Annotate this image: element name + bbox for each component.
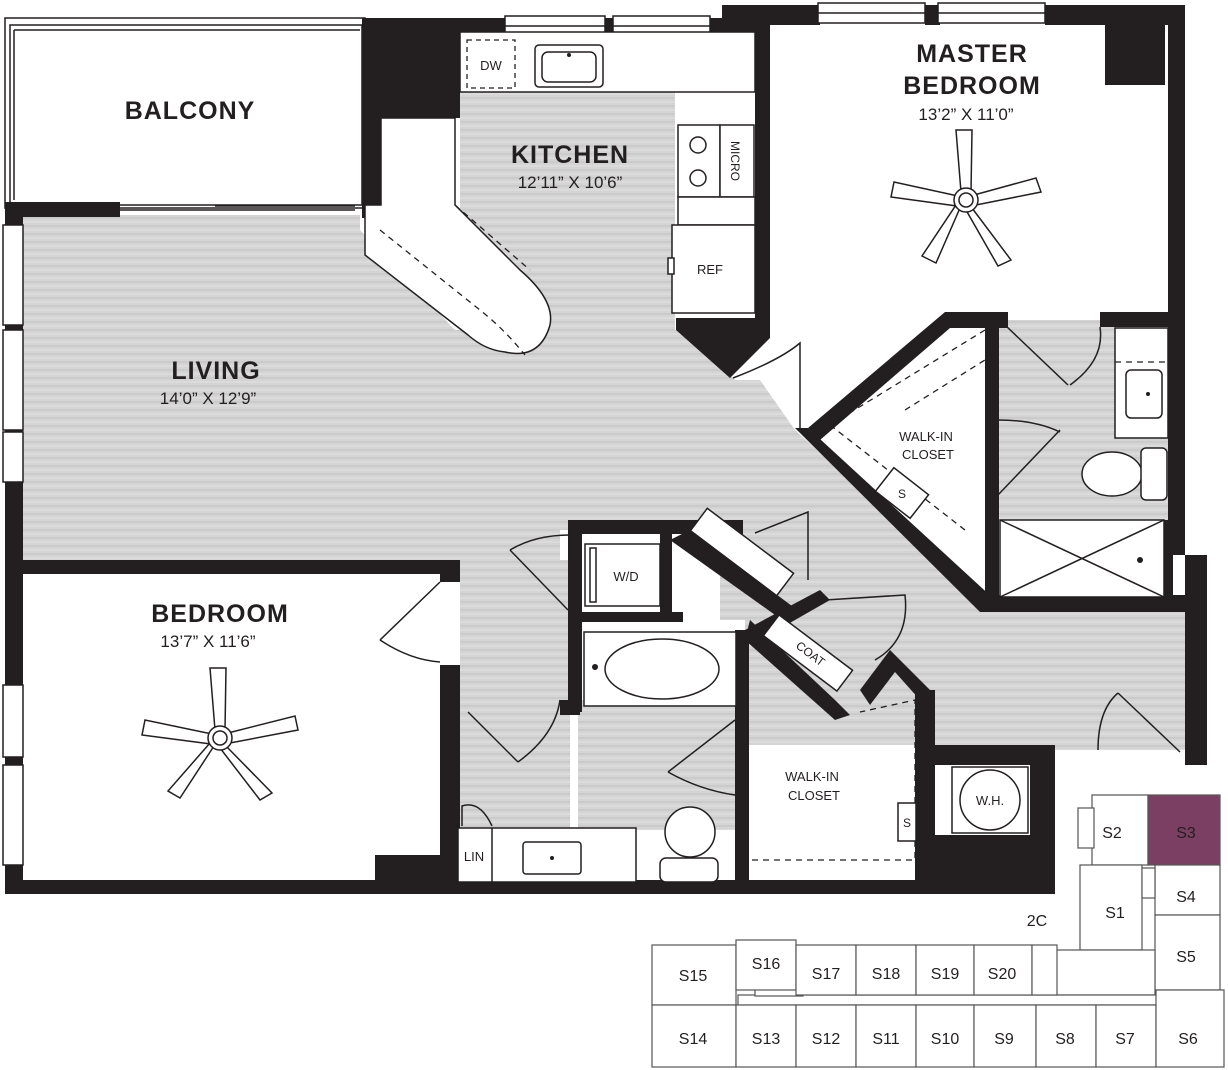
walkin-closet-second-line1: WALK-IN	[785, 769, 839, 784]
suite-s2	[1091, 794, 1149, 866]
suite-label: S9	[994, 1031, 1014, 1048]
windows	[2, 2, 1046, 866]
ceiling-fan-icon	[141, 667, 299, 801]
key-plan: 2C S2 S3 S4 S1 S5 S15 S16 S17 S18 S19 S2…	[651, 794, 1225, 1068]
suite-s16	[735, 939, 797, 991]
suite-label: S10	[931, 1031, 960, 1048]
suite-label: S12	[812, 1031, 841, 1048]
suite-label: S11	[872, 1031, 899, 1048]
balcony	[4, 17, 366, 211]
master-bedroom-label-line1: MASTER	[916, 40, 1028, 68]
dishwasher	[466, 39, 516, 89]
suite-label: S16	[752, 956, 781, 973]
walkin-closet-second-line2: CLOSET	[788, 788, 840, 803]
suite-label-selected: S3	[1176, 825, 1196, 842]
kitchen-fixtures: DW MICRO REF	[364, 31, 756, 356]
dishwasher-label: DW	[480, 58, 502, 73]
suite-label: S18	[872, 966, 901, 983]
coat-closet	[762, 613, 854, 693]
walls	[5, 5, 1207, 894]
ceiling-fan-icon	[890, 129, 1042, 267]
washer-dryer-label: W/D	[613, 569, 638, 584]
suite-s12	[795, 1004, 857, 1068]
suite-s1	[1079, 864, 1143, 951]
linen-label: LIN	[464, 849, 484, 864]
shelf-master-label: S	[898, 487, 906, 501]
suite-s6	[1155, 989, 1225, 1068]
suite-label: S20	[988, 966, 1017, 983]
suite-label: S6	[1178, 1031, 1198, 1048]
balcony-label: BALCONY	[125, 97, 256, 125]
suite-s13	[735, 1004, 797, 1068]
suite-s8	[1035, 1004, 1097, 1068]
suite-s3-highlight	[1147, 794, 1221, 866]
suite-s5	[1154, 914, 1221, 991]
suite-label: S13	[752, 1031, 781, 1048]
suite-label: S17	[812, 966, 841, 983]
refrigerator-label: REF	[697, 262, 723, 277]
suite-s11	[855, 1004, 917, 1068]
walkin-closet-master-line1: WALK-IN	[899, 429, 953, 444]
refrigerator	[671, 224, 756, 314]
suite-label: S5	[1176, 949, 1196, 966]
range	[677, 124, 721, 198]
suite-label: S8	[1055, 1031, 1075, 1048]
water-heater	[951, 766, 1029, 834]
shelf-second-label: S	[903, 816, 911, 830]
suite-label: S4	[1176, 889, 1196, 906]
bedroom-label: BEDROOM	[151, 600, 289, 628]
suite-label: S1	[1105, 905, 1125, 922]
suite-label: S2	[1102, 825, 1122, 842]
kitchen-label: KITCHEN	[511, 141, 629, 169]
bath-floor	[578, 700, 738, 830]
suite-label: S19	[931, 966, 960, 983]
kitchen-dims: 12’11” X 10’6”	[518, 173, 623, 192]
living-dims: 14’0” X 12’9”	[160, 389, 257, 408]
room-labels: BALCONY KITCHEN 12’11” X 10’6” MASTER BE…	[125, 40, 1041, 803]
suite-label: S7	[1115, 1031, 1135, 1048]
suite-label: S14	[679, 1031, 708, 1048]
floor-areas	[20, 92, 1200, 830]
suite-label: S15	[679, 968, 708, 985]
hall-floor	[460, 560, 570, 830]
suite-s10	[915, 1004, 975, 1068]
microwave-label: MICRO	[728, 141, 742, 181]
kitchen-peninsula	[364, 117, 552, 355]
master-bedroom-dims: 13’2” X 11’0”	[918, 105, 1013, 124]
suite-s7	[1095, 1004, 1157, 1068]
living-label: LIVING	[171, 357, 260, 385]
washer-dryer	[584, 543, 661, 607]
master-fixtures: S	[732, 129, 1169, 598]
bedroom-fixtures: W/D PANTRY COAT LIN S W.H.	[141, 507, 1181, 883]
suite-s20	[973, 944, 1033, 996]
walkin-closet-master-line2: CLOSET	[902, 447, 954, 462]
pantry	[689, 507, 795, 597]
water-heater-label: W.H.	[976, 793, 1004, 808]
master-bedroom-label-line2: BEDROOM	[903, 72, 1041, 100]
key-plan-floor-label: 2C	[1027, 913, 1047, 930]
bedroom-dims: 13’7” X 11’6”	[160, 632, 255, 651]
